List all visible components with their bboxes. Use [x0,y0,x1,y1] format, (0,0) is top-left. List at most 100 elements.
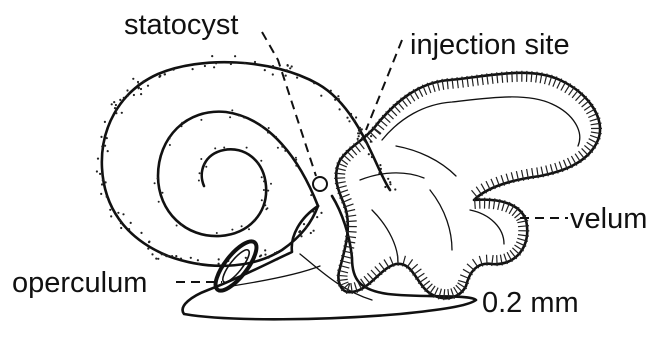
shell-stipple-dot [267,132,269,134]
shell-stipple-dot [211,55,213,57]
shell-stipple-dot [181,224,183,226]
shell-stipple-dot [310,194,312,196]
cilium [371,270,379,278]
statocyst-shape [313,177,327,191]
shell-stipple-dot [368,153,370,155]
shell-stipple-dot [121,112,123,114]
shell-stipple-dot [268,127,270,129]
cilium [507,71,508,82]
shell-stipple-dot [127,95,129,97]
shell-stipple-dot [128,228,130,230]
shell-stipple-dot [147,85,149,87]
shell-stipple-dot [147,248,149,250]
shell-stipple-dot [264,249,266,251]
velum-fold-5 [396,146,456,176]
cilium [334,178,345,179]
shell-stipple-dot [370,135,372,137]
shell-stipple-dot [104,121,106,123]
shell-stipple-dot [234,55,236,57]
shell-stipple-dot [117,212,119,214]
shell-stipple-dot [337,95,339,97]
shell-stipple-dot [115,112,117,114]
shell-stipple-dot [155,258,157,260]
shell-stipple-dot [111,103,113,105]
shell-stipple-dot [181,122,183,124]
shell-stipple-dot [267,190,269,192]
shell-stipple-dot [161,253,163,255]
shell-stipple-dot [138,83,140,85]
shell-stipple-dot [263,189,265,191]
shell-stipple-dot [254,61,256,63]
shell-stipple-dot [205,166,207,168]
shell-stipple-dot [387,178,389,180]
shell-stipple-dot [101,183,103,185]
shell-stipple-dot [260,160,262,162]
shell-stipple-dot [140,88,142,90]
cilium [410,264,418,271]
shell-stipple-dot [295,157,297,159]
shell-stipple-dot [113,101,115,103]
shell-stipple-dot [199,172,201,174]
cilium [389,108,397,116]
shell-stipple-dot [231,109,233,111]
shell-stipple-dot [169,138,171,140]
shell-stipple-dot [243,117,245,119]
shell-stipple-dot [214,147,216,149]
shell-stipple-dot [276,251,278,253]
cilium [512,71,513,82]
shell-stipple-dot [102,179,104,181]
shell-stipple-dot [359,132,361,134]
shell-stipple-dot [151,253,153,255]
cilium [487,255,488,266]
shell-stipple-dot [158,76,160,78]
shell-stipple-dot [158,201,160,203]
shell-stipple-dot [101,145,103,147]
shell-stipple-dot [130,222,132,224]
velum-cilia [334,71,602,300]
shell-stipple-dot [162,192,164,194]
velum-label: velum [570,203,647,235]
cilium [579,96,587,104]
shell-stipple-dot [106,137,108,139]
shell-stipple-dot [171,255,173,257]
shell-stipple-dot [316,216,318,218]
shell-stipple-dot [264,204,266,206]
shell-stipple-dot [123,97,125,99]
shell-stipple-dot [358,135,360,137]
shell-stipple-dot [285,75,287,77]
shell-stipple-dot [105,181,107,183]
shell-stipple-dot [389,188,391,190]
shell-stipple-dot [264,69,266,71]
shell-stipple-dot [157,258,159,260]
shell-stipple-dot [274,252,276,254]
velum-fold-4 [470,210,504,244]
shell-stipple-dot [175,255,177,257]
cilium [369,131,377,139]
cilium [582,148,590,156]
shell-stipple-dot [204,65,206,67]
shell-stipple-dot [97,158,99,160]
shell-stipple-dot [148,241,150,243]
scale-label: 0.2 mm [482,287,579,319]
cilium [382,115,390,122]
shell-stipple-dot [303,223,305,225]
shell-stipple-dot [119,219,121,221]
cilium [386,112,394,120]
velum [334,71,602,300]
shell-stipple-dot [379,164,381,166]
cilium [576,93,583,101]
shell-stipple-dot [190,257,192,259]
shell-stipple-dot [106,196,108,198]
shell-stipple-dot [371,156,373,158]
shell-stipple-dot [99,173,101,175]
shell-stipple-dot [140,232,142,234]
shell-stipple-dot [200,119,202,121]
shell-stipple-dot [389,183,391,185]
shell-stipple-dot [260,254,262,256]
shell-stipple-dot [357,138,359,140]
shell-stipple-dot [320,212,322,214]
shell-stipple-dot [165,255,167,257]
cilium [346,221,357,222]
shell-spiral [158,112,318,236]
